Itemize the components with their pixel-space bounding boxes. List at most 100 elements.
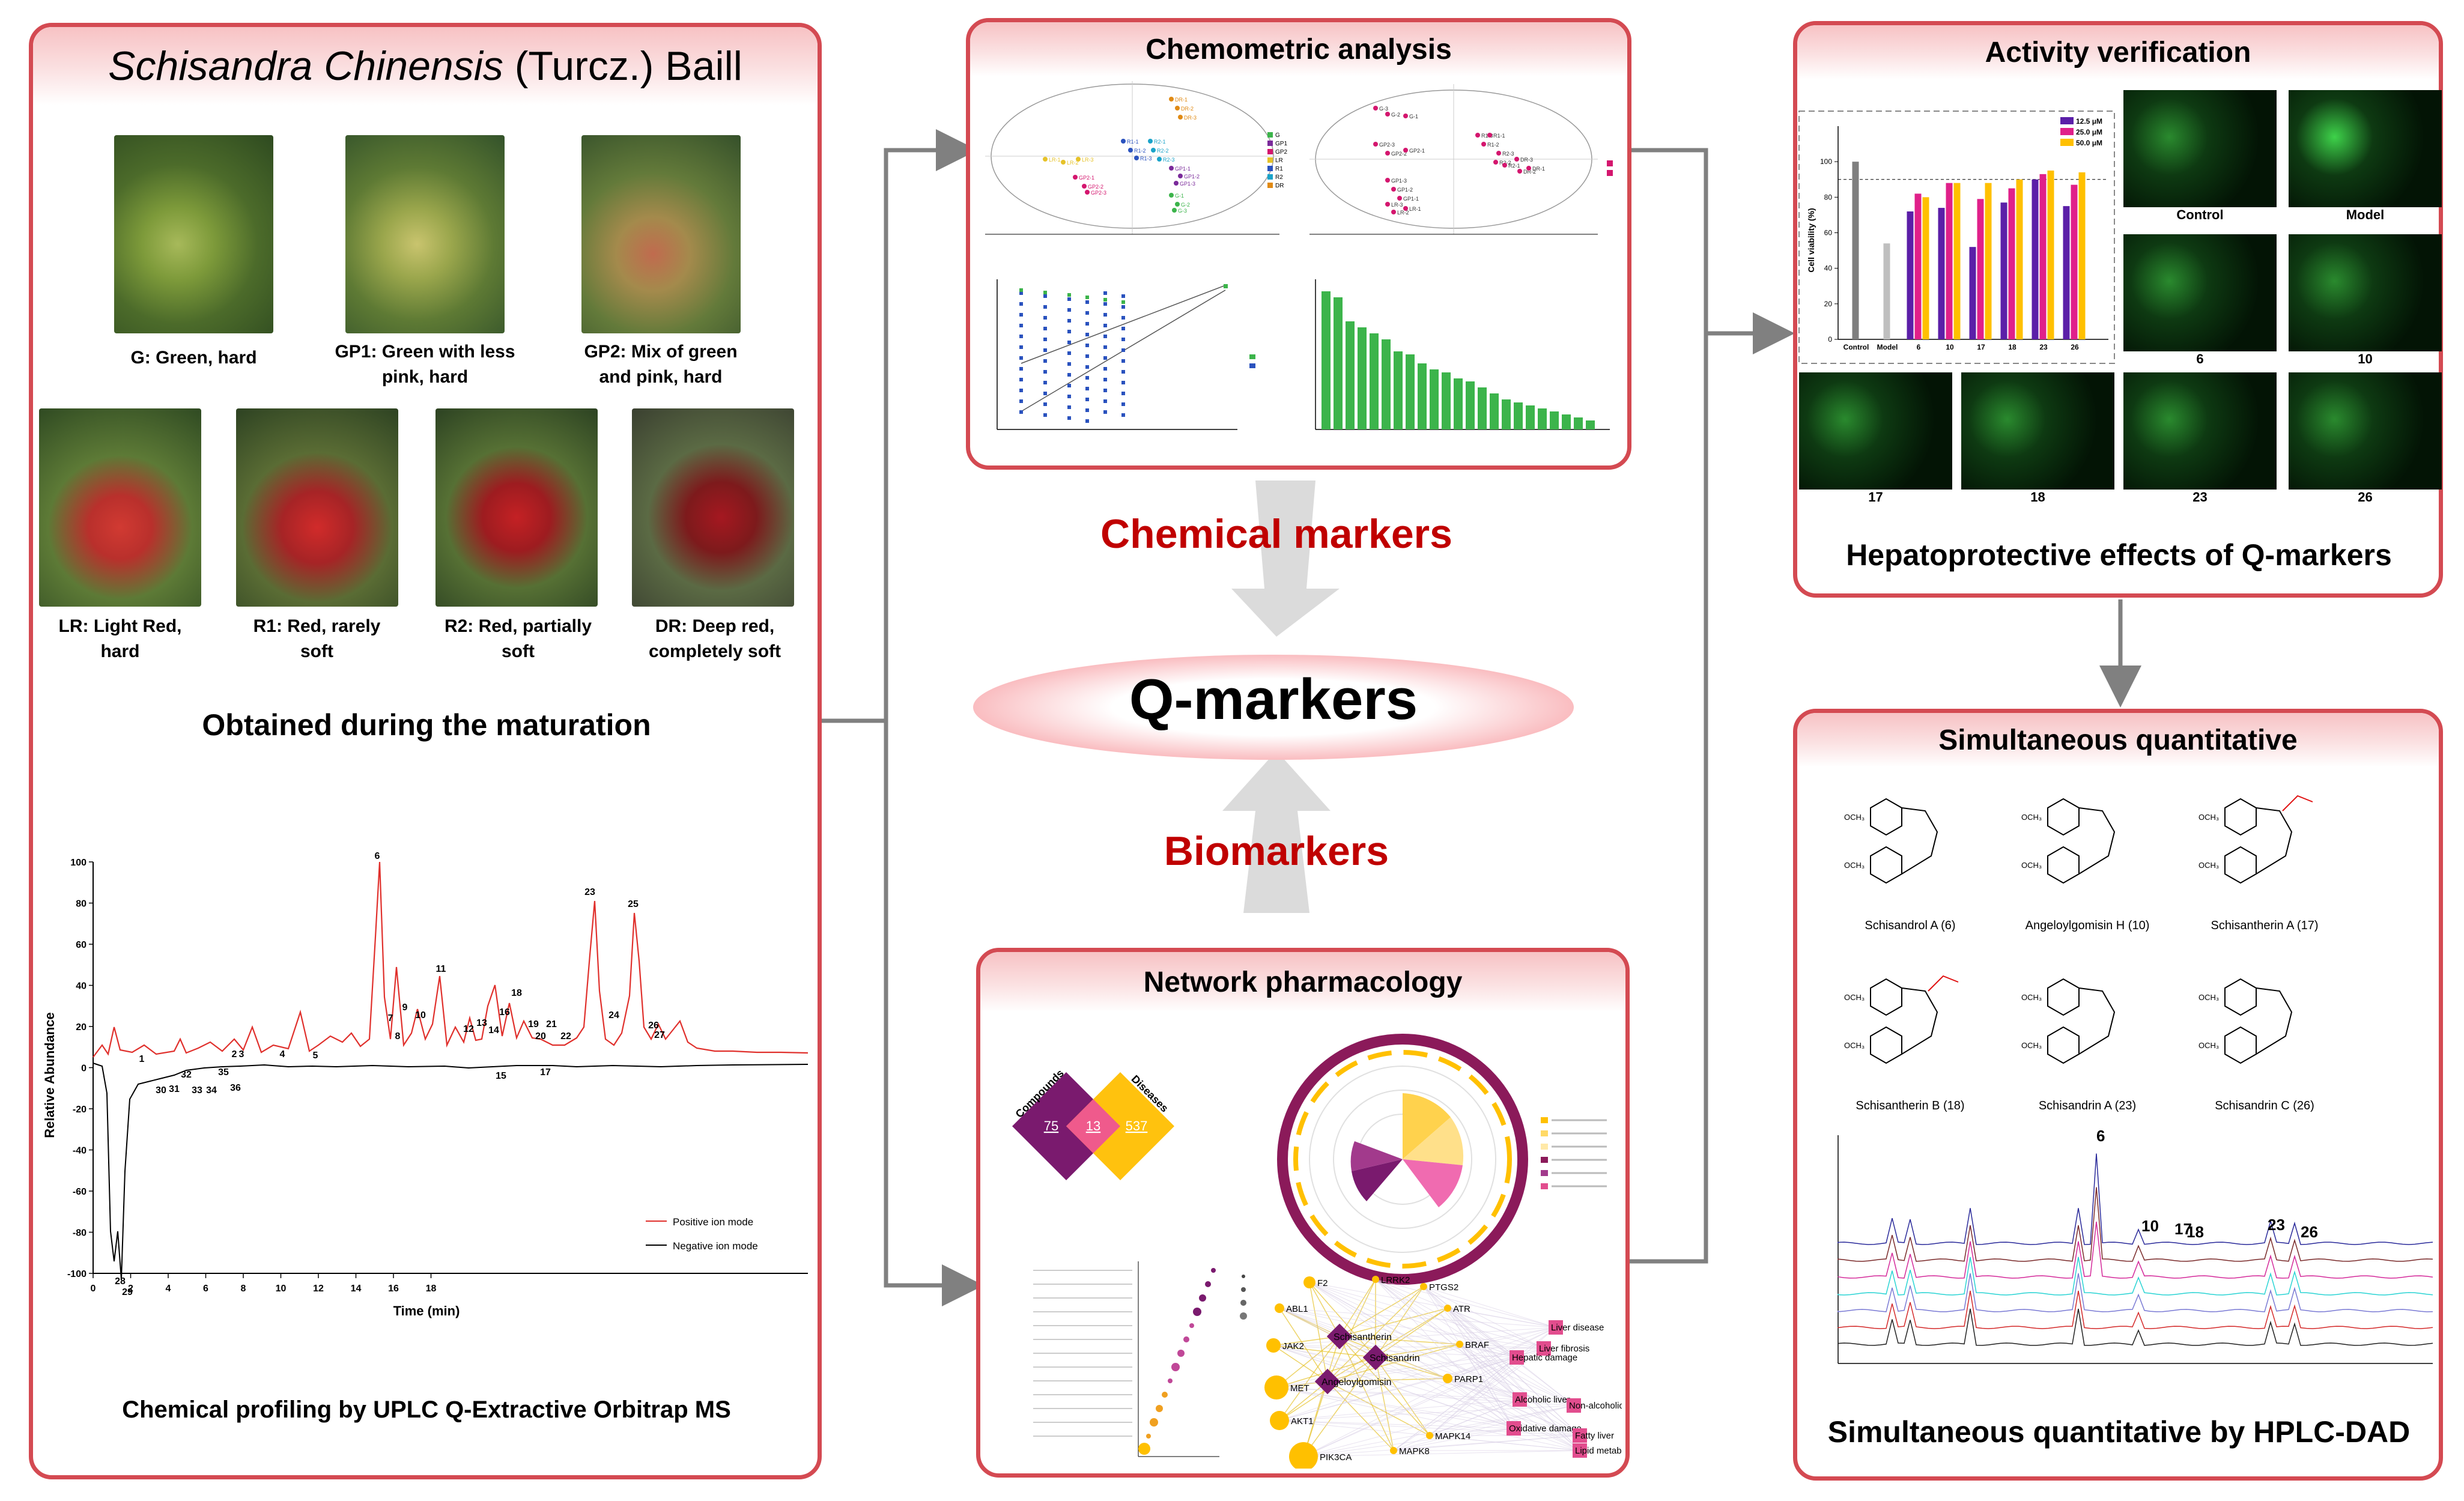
perm-point-blue bbox=[1067, 308, 1071, 312]
micrograph-image bbox=[2123, 234, 2277, 351]
benzene-ring-lower bbox=[1870, 1026, 1902, 1064]
network-edge bbox=[1273, 1345, 1376, 1358]
opls-point-label: R2-2 bbox=[1499, 160, 1511, 166]
opls-point-label: R2-1 bbox=[1508, 163, 1520, 169]
perm-point-blue bbox=[1043, 359, 1047, 363]
opls-point-label: LR-3 bbox=[1391, 202, 1403, 208]
y-tick-label: 100 bbox=[70, 858, 86, 868]
perm-point-blue bbox=[1121, 370, 1125, 374]
cyclooctadiene-ring bbox=[2256, 987, 2293, 1055]
pls-da-score-plot: DR-1DR-2DR-3R2-1R2-2R2-3R1-1R1-2R1-3LR-1… bbox=[985, 81, 1287, 235]
perm-point-blue bbox=[1043, 413, 1047, 417]
hplc-peak-label: 26 bbox=[2301, 1223, 2318, 1241]
peak-label: 10 bbox=[415, 1010, 426, 1020]
vip-bar bbox=[1502, 399, 1511, 429]
y-tick-label: -100 bbox=[67, 1269, 86, 1279]
pls-point-label: R2-3 bbox=[1163, 157, 1175, 163]
benzene-ring-upper bbox=[2047, 978, 2080, 1016]
network-edge bbox=[1429, 1428, 1514, 1436]
quantitative-panel: Simultaneous quantitative bbox=[1793, 709, 2443, 1481]
peak-label: 31 bbox=[169, 1084, 180, 1094]
network-edge bbox=[1279, 1308, 1556, 1328]
perm-point-blue bbox=[1043, 348, 1047, 352]
pls-point-label: GP2-3 bbox=[1091, 190, 1106, 196]
pls-point-label: DR-1 bbox=[1175, 97, 1188, 103]
circos-plot bbox=[1277, 1034, 1607, 1285]
bar-legend-swatch bbox=[2060, 128, 2074, 135]
perm-point-blue bbox=[1085, 419, 1089, 423]
network-edge bbox=[1303, 1327, 1556, 1457]
bar-x-tick-label: 23 bbox=[2039, 343, 2048, 351]
perm-point-blue bbox=[1067, 330, 1071, 333]
network-edge bbox=[1339, 1308, 1448, 1337]
bar-x-tick-label: 26 bbox=[2071, 343, 2079, 351]
bar-y-tick-label: 0 bbox=[1828, 335, 1832, 344]
opls-point-label: DR-1 bbox=[1532, 166, 1545, 172]
hplc-peak-label: 10 bbox=[2141, 1217, 2159, 1235]
perm-point-blue bbox=[1121, 381, 1125, 384]
perm-point-blue bbox=[1067, 341, 1071, 344]
opls-point-label: GP2-1 bbox=[1409, 148, 1425, 154]
pls-point-label: LR-2 bbox=[1067, 160, 1079, 166]
photo-r1 bbox=[236, 408, 398, 607]
network-edge bbox=[1273, 1345, 1328, 1382]
peak-label: 17 bbox=[540, 1067, 551, 1078]
micrograph-image bbox=[2123, 372, 2277, 490]
substituent-label: OCH₃ bbox=[2021, 813, 2042, 822]
perm-point-green bbox=[1224, 284, 1228, 288]
micrograph-image bbox=[2289, 234, 2442, 351]
profiling-caption: Chemical profiling by UPLC Q-Extractive … bbox=[122, 1396, 731, 1423]
chromatogram-xlabel: Time (min) bbox=[393, 1303, 460, 1318]
opls-point bbox=[1475, 133, 1480, 138]
viability-bar bbox=[1977, 199, 1984, 339]
perm-point-blue bbox=[1085, 387, 1089, 390]
bar-x-tick-label: 18 bbox=[2008, 343, 2016, 351]
pls-legend-swatch bbox=[1267, 166, 1273, 171]
disease-node-label: Lipid metabolism bbox=[1575, 1446, 1622, 1456]
ms-chromatogram: Relative Abundance 100806040200-20-40-60… bbox=[42, 851, 809, 1318]
gene-node bbox=[1444, 1305, 1451, 1312]
viability-bar bbox=[1922, 197, 1929, 339]
gene-node bbox=[1275, 1303, 1284, 1313]
network-edge bbox=[1393, 1435, 1580, 1451]
pls-point bbox=[1169, 97, 1174, 102]
structure-name: Angeloylgomisin H (10) bbox=[2025, 919, 2150, 932]
peak-label: 5 bbox=[313, 1051, 318, 1061]
disease-node-label: Fatty liver bbox=[1575, 1431, 1614, 1441]
vip-bar bbox=[1406, 354, 1415, 429]
kegg-dot bbox=[1211, 1268, 1216, 1273]
substituent-label: OCH₃ bbox=[1844, 813, 1865, 822]
chemical-markers-label: Chemical markers bbox=[1100, 511, 1452, 557]
substituent-label: OCH₃ bbox=[2198, 861, 2219, 870]
gene-node bbox=[1303, 1276, 1315, 1288]
activity-title: Activity verification bbox=[1797, 25, 2439, 79]
kegg-dot bbox=[1150, 1418, 1158, 1427]
opls-point bbox=[1487, 133, 1492, 138]
pls-point-label: GP2-1 bbox=[1079, 175, 1094, 181]
vip-bar bbox=[1526, 405, 1535, 429]
bar-x-tick-label: Control bbox=[1843, 343, 1869, 351]
arrow-to-activity bbox=[1628, 148, 1795, 354]
perm-point-green bbox=[1067, 293, 1071, 297]
network-edge bbox=[1447, 1357, 1517, 1379]
kegg-dot bbox=[1138, 1443, 1150, 1455]
peak-label: 27 bbox=[654, 1030, 665, 1040]
gene-node bbox=[1266, 1338, 1281, 1353]
gene-node-label: AKT1 bbox=[1291, 1416, 1314, 1427]
pls-point bbox=[1175, 106, 1180, 111]
network-title: Network pharmacology bbox=[980, 952, 1625, 1012]
disease-node bbox=[1567, 1398, 1581, 1413]
peak-label: 15 bbox=[496, 1071, 506, 1081]
sample-label-r1: R1: Red, rarely soft bbox=[253, 616, 381, 661]
benzene-ring-upper bbox=[2047, 798, 2080, 836]
perm-point-blue bbox=[1103, 389, 1107, 392]
x-tick-label: 0 bbox=[91, 1284, 96, 1294]
peak-label: 4 bbox=[280, 1049, 285, 1060]
gene-node bbox=[1390, 1447, 1397, 1454]
structure-name: Schisandrol A (6) bbox=[1865, 919, 1956, 932]
vip-bar bbox=[1586, 420, 1595, 429]
network-edge bbox=[1303, 1399, 1520, 1457]
network-edge bbox=[1309, 1282, 1328, 1382]
